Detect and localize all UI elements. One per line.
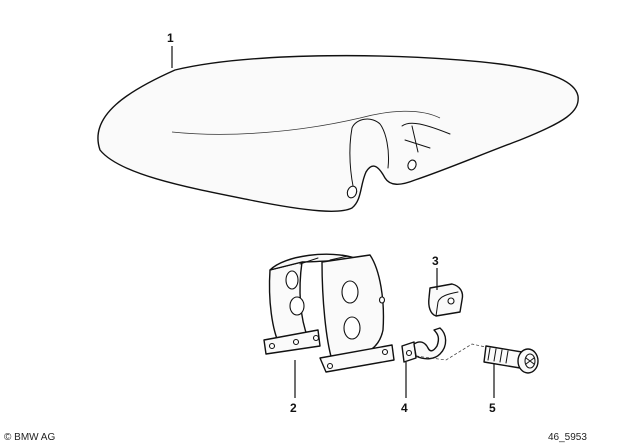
callout-5[interactable]: 5 (489, 401, 496, 415)
bracket-hole-4 (343, 316, 361, 340)
callout-1[interactable]: 1 (167, 31, 174, 45)
bracket-hole-5 (378, 296, 386, 304)
bracket-hole-1 (285, 270, 299, 290)
bolt[interactable] (483, 345, 539, 374)
bracket-hole-7 (292, 338, 300, 346)
bracket-hole-3 (341, 280, 359, 304)
bracket-hole-8 (326, 362, 334, 370)
clip[interactable] (428, 283, 464, 317)
copyright-label: © BMW AG (4, 432, 56, 443)
bracket-hole-6 (268, 342, 276, 350)
bracket-hole-10 (312, 334, 320, 342)
callout-3[interactable]: 3 (432, 254, 439, 268)
fender-hole-right (407, 159, 417, 171)
clip-hole (447, 297, 455, 305)
fender-hole-left (346, 185, 358, 199)
diagram-reference-number: 46_5953 (548, 432, 587, 443)
front-fender[interactable] (97, 54, 579, 212)
bracket-hole-9 (381, 348, 389, 356)
clamp-hole (405, 349, 413, 357)
bracket-hole-2 (289, 296, 305, 316)
cable-clamp[interactable] (401, 327, 491, 363)
bracket[interactable] (263, 253, 395, 373)
callout-4[interactable]: 4 (401, 401, 408, 415)
callout-2[interactable]: 2 (290, 401, 297, 415)
